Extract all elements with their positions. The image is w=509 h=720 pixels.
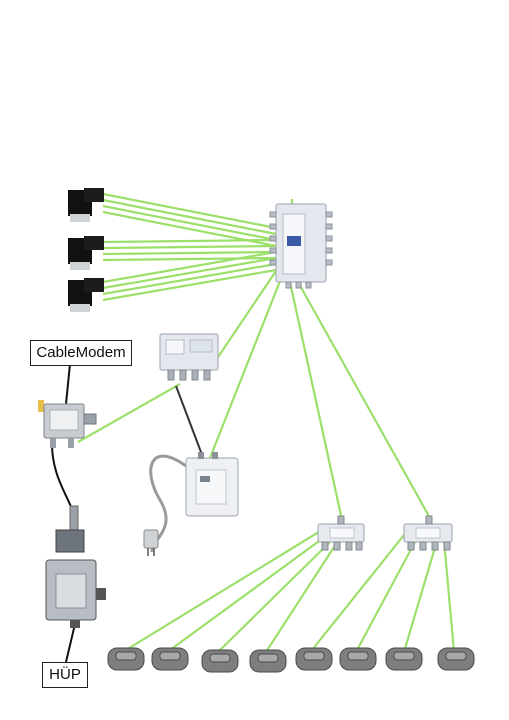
cable-huep-label — [65, 623, 76, 663]
lnb-1 — [68, 188, 104, 222]
coax-cables — [51, 363, 205, 663]
cable-modem-label: CableModem — [30, 340, 132, 366]
receiver-2 — [151, 647, 189, 671]
cable-amp-splitter — [77, 383, 181, 443]
lnb-2 — [68, 236, 104, 270]
huep-label: HÜP — [42, 662, 88, 688]
receiver-4 — [249, 649, 287, 673]
cable-s1-r3 — [217, 541, 331, 653]
receiver-8 — [437, 647, 475, 671]
cable-lnb3-a — [102, 250, 277, 284]
cable-ms-psu — [208, 275, 284, 459]
sat-splitter-2 — [403, 515, 453, 551]
cable-ms-splitter1 — [288, 281, 344, 521]
amplifier — [159, 333, 219, 381]
cable-lnb3-d — [102, 268, 277, 302]
cable-amp-psu — [175, 385, 205, 461]
cable-s1-r2 — [169, 535, 327, 651]
cable-splitter — [38, 400, 97, 448]
cable-s2-r8 — [442, 539, 456, 653]
receiver-3 — [201, 649, 239, 673]
multiswitch — [269, 203, 333, 289]
cable-s2-r5 — [311, 529, 409, 651]
receiver-1 — [107, 647, 145, 671]
cable-s1-r4 — [265, 543, 337, 653]
cable-ms-amp — [207, 267, 279, 373]
cable-ms-splitter2 — [297, 281, 431, 519]
cable-lnb3-b — [102, 256, 277, 290]
receiver-7 — [385, 647, 423, 671]
receivers — [107, 647, 475, 673]
cable-modem-splitter — [65, 363, 71, 405]
cable-lnb1-b — [102, 198, 277, 236]
cable-s2-r7 — [402, 543, 438, 653]
power-supply — [143, 452, 239, 556]
cable-lnb1-a — [102, 192, 277, 230]
house-connection-point — [45, 505, 106, 628]
cable-lnb3-c — [102, 262, 277, 296]
cable-lnb2-d — [102, 256, 277, 262]
cable-lnb1-c — [102, 204, 277, 242]
cable-lnb2-a — [102, 238, 277, 244]
sat-splitter-1 — [317, 515, 365, 551]
cable-s1-r1 — [125, 529, 323, 651]
cable-s2-r6 — [355, 539, 417, 653]
cable-lnb2-b — [102, 244, 277, 250]
lnb-3 — [68, 278, 104, 312]
receiver-5 — [295, 647, 333, 671]
cable-lnb2-c — [102, 250, 277, 256]
satellite-cables — [77, 192, 456, 653]
receiver-6 — [339, 647, 377, 671]
